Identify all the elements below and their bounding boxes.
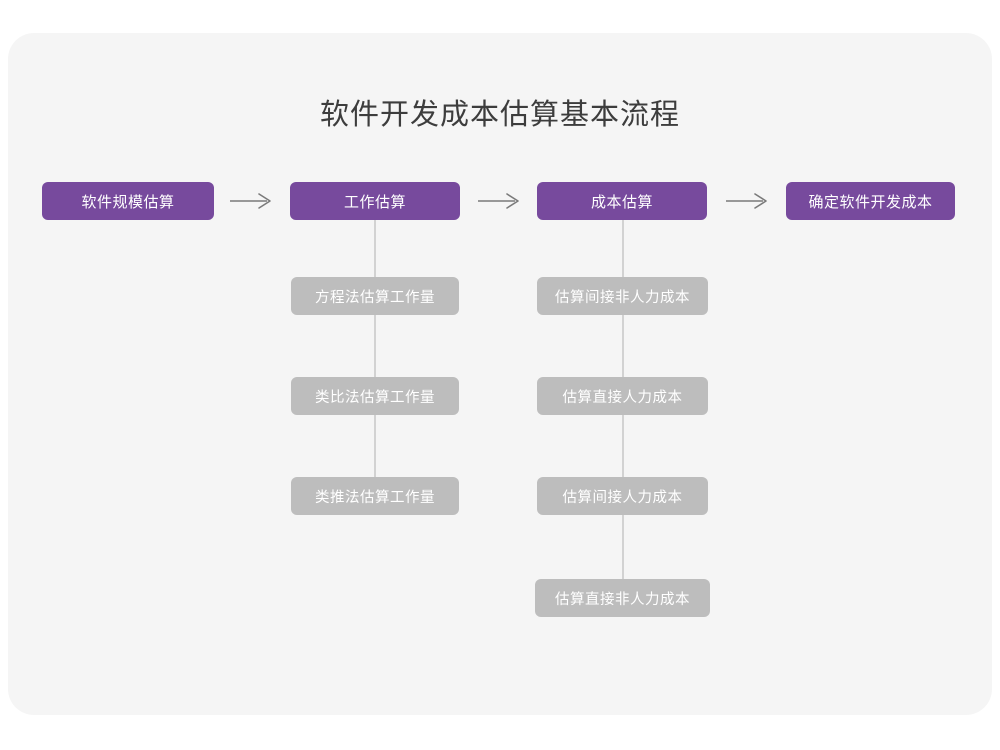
flow-node-step-4[interactable]: 确定软件开发成本 [786, 182, 955, 220]
branch-node-work-3[interactable]: 类推法估算工作量 [291, 477, 459, 515]
branch-node-work-1[interactable]: 方程法估算工作量 [291, 277, 459, 315]
arrow-right-icon [477, 190, 523, 212]
flow-node-step-1[interactable]: 软件规模估算 [42, 182, 214, 220]
content-card [8, 33, 992, 715]
branch-node-cost-3[interactable]: 估算间接人力成本 [537, 477, 708, 515]
branch-node-cost-1[interactable]: 估算间接非人力成本 [537, 277, 708, 315]
flow-node-step-3[interactable]: 成本估算 [537, 182, 707, 220]
branch-node-cost-4[interactable]: 估算直接非人力成本 [535, 579, 710, 617]
flow-node-step-2[interactable]: 工作估算 [290, 182, 460, 220]
arrow-right-icon [229, 190, 275, 212]
branch-node-cost-2[interactable]: 估算直接人力成本 [537, 377, 708, 415]
page-title: 软件开发成本估算基本流程 [319, 99, 680, 131]
connector-line-work [374, 220, 376, 515]
connector-line-cost [622, 220, 624, 617]
arrow-right-icon [725, 190, 771, 212]
branch-node-work-2[interactable]: 类比法估算工作量 [291, 377, 459, 415]
